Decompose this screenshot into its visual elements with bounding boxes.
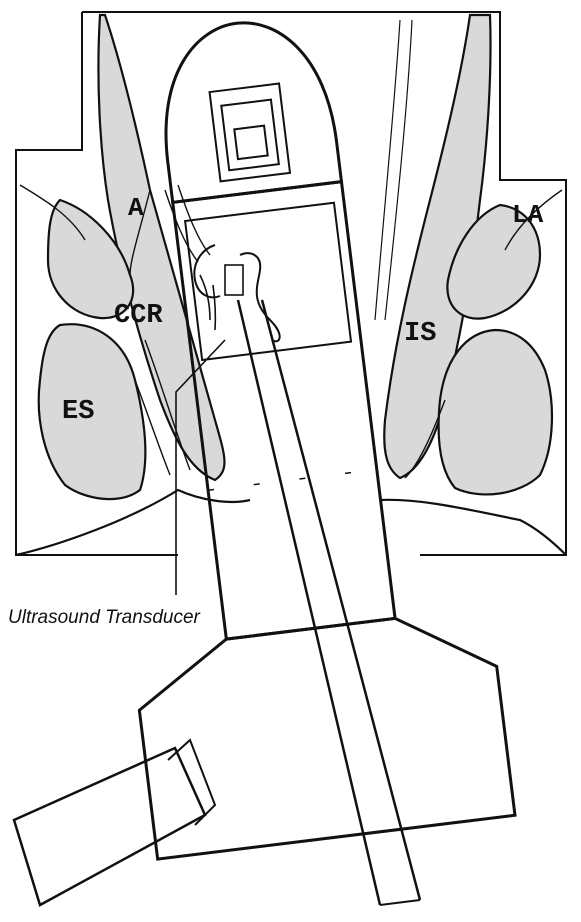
- transducer-element: [164, 184, 281, 343]
- probe-rod: [236, 299, 422, 906]
- transducer-leader-line: [175, 339, 226, 595]
- label-a: A: [128, 193, 144, 223]
- label-ultrasound-transducer: Ultrasound Transducer: [8, 607, 201, 628]
- right-sphincter-tissue: [374, 13, 563, 496]
- pelvic-section-frame: [15, 11, 567, 557]
- label-es: ES: [62, 397, 94, 427]
- label-ccr: CCR: [114, 301, 163, 331]
- label-la: LA: [512, 200, 544, 230]
- probe-handle: [12, 738, 217, 907]
- label-is: IS: [404, 319, 436, 349]
